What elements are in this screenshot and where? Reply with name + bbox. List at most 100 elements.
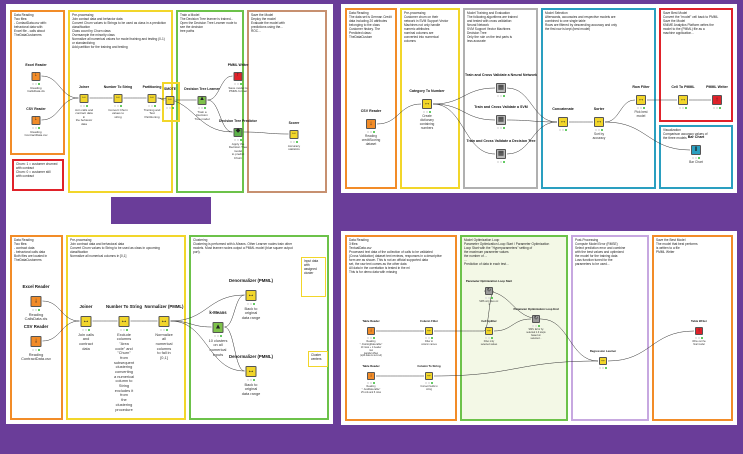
learner-icon: ▲: [212, 321, 224, 333]
section-text: Data Reading Two files: - ContactData.cs…: [14, 13, 47, 37]
node-title: Cell To PMML: [671, 85, 695, 90]
status-light: [247, 378, 249, 381]
node-status-lights: [367, 131, 375, 133]
status-light: [425, 337, 427, 339]
status-light: [160, 328, 162, 331]
workflow-node[interactable]: Scorer↔Accuracy statistics: [274, 121, 314, 152]
node-title: PMML Writer: [706, 85, 728, 90]
workflow-node[interactable]: Train and Cross Validate a SVM▦: [474, 105, 528, 140]
workflow-node[interactable]: Excel Reader↓Reading CallsData.xls: [16, 63, 56, 94]
node-comment: Exclude columns "Area code" and "Churn" …: [113, 331, 135, 412]
workflow-node[interactable]: Column Filter↔Filter to column names: [409, 319, 449, 347]
status-light: [237, 138, 239, 141]
node-status-lights: [637, 107, 645, 109]
workflow-node[interactable]: Row Filter↔Pick best model: [621, 85, 661, 120]
node-status-lights: [695, 337, 703, 339]
status-light: [503, 127, 505, 129]
workflow-node[interactable]: Decision Tree Predictor◆Apply the Decisi…: [218, 119, 258, 160]
status-light: [169, 106, 171, 109]
purple-background-left: [0, 0, 6, 454]
workflow-node[interactable]: Excel Reader↓Reading CallsData.xls: [16, 284, 56, 323]
node-status-lights: [214, 334, 222, 337]
workflow-node[interactable]: Category To Number↔Create dictionary con…: [407, 89, 447, 129]
node-status-lights: [234, 82, 242, 85]
section-text: Data Reading 3 files: TextualData.csv Pr…: [349, 238, 442, 274]
node-title: CSV Reader: [23, 324, 49, 330]
workflow-node[interactable]: Number To String↔Convert Churn values to…: [98, 85, 138, 119]
node-status-lights: [713, 107, 721, 109]
status-light: [240, 138, 242, 141]
section-text: Pre-processing Join contact data and beh…: [72, 13, 167, 49]
section-text: Model Selection Afterwards, accuracies a…: [545, 11, 617, 31]
node-title: SMOTE: [163, 86, 177, 91]
node-status-lights: [679, 107, 687, 109]
node-status-lights: [425, 337, 433, 339]
arrow-icon: ↔: [678, 95, 688, 105]
status-light: [565, 129, 567, 131]
status-light: [117, 104, 119, 107]
workflow-node[interactable]: Denormalizer (PMML)↔Back to original dat…: [229, 354, 273, 395]
workflow-node[interactable]: Joiner↔Join calls and contract data: [66, 304, 106, 350]
workflow-node[interactable]: Number To String ↔ Exclude columns "Area c…: [104, 304, 144, 411]
workflow-node[interactable]: Cell Splitter↔Filter only selected value…: [469, 319, 509, 347]
workflow-node[interactable]: Decision Tree Learner▲Train a Decision T…: [182, 87, 222, 121]
status-light: [214, 334, 216, 337]
workflow-node[interactable]: CSV Reader↓Reading ContractData.csv: [16, 324, 56, 363]
arrow-icon: ↔: [422, 99, 432, 109]
status-light: [426, 111, 428, 113]
node-title: Excel Reader: [25, 62, 47, 67]
node-status-lights: [32, 308, 40, 311]
node-comment: Reading "..\trainingData.table" 10 rows …: [359, 340, 383, 358]
status-light: [151, 104, 153, 107]
node-comment: SMS: Error by selected 1.0 steps based o…: [526, 328, 546, 340]
node-title: Number To String: [106, 304, 142, 310]
workflow-panel-1: Data Reading Two files: - ContactData.cs…: [6, 4, 333, 197]
workflow-node[interactable]: Joiner↔Join calls and contract data in t…: [64, 85, 104, 126]
workflow-node[interactable]: Concatenate↔: [543, 107, 583, 142]
status-light: [491, 297, 493, 299]
workflow-node[interactable]: Normalizer (PMML)↔Normalize all numerica…: [144, 304, 184, 359]
workflow-node[interactable]: Parameter Optimization Loop End↻SMS: Err…: [513, 307, 558, 339]
workflow-node[interactable]: Train and Cross Validate a Neural Networ…: [465, 73, 537, 108]
node-comment: Join calls and contract data in the beha…: [74, 107, 94, 126]
status-light: [500, 127, 502, 129]
workflow-node[interactable]: PMML Writer↑: [697, 85, 737, 120]
workflow-node[interactable]: Partitioning↔Training and Test Partition…: [132, 85, 172, 119]
workflow-node[interactable]: Cell To PMML ↔: [663, 85, 703, 120]
workflow-node[interactable]: Table Reader↓Reading "..\trainingData.ta…: [351, 319, 391, 357]
status-light: [83, 104, 85, 107]
workflow-node[interactable]: Denormalizer (PMML)↔Back to original dat…: [229, 278, 273, 319]
workflow-node[interactable]: PMML Writer↑Save model to PMML format: [218, 63, 258, 94]
workflow-node[interactable]: CSV Reader↓Reading creditScoring dataset: [351, 109, 391, 145]
workflow-node[interactable]: k-Means▲10 clusters on all numerical inp…: [198, 310, 238, 356]
workflow-node[interactable]: Sorter↔Sort by accuracy: [579, 107, 619, 142]
workflow-node[interactable]: Table Writer↑Write out the final model: [679, 319, 719, 347]
arrow-icon: ↔: [79, 93, 89, 103]
node-comment: Apply the Decision Tree model to predict…: [228, 141, 248, 160]
workflow-node[interactable]: Regression Learner↔: [583, 349, 623, 377]
status-light: [698, 337, 700, 339]
section-text: Save the Model Deploy the model Evaluate…: [251, 13, 285, 33]
workflow-node[interactable]: SMOTE ↔: [150, 87, 190, 118]
node-title: Concatenate: [552, 107, 574, 112]
node-title: Category To Number: [409, 89, 445, 94]
status-light: [253, 302, 255, 305]
arrow-icon: ↔: [118, 315, 130, 327]
workflow-node[interactable]: Column To String↔Convert fields to strin…: [409, 364, 449, 392]
workflow-node[interactable]: Train and Cross Validate a Decision Tree…: [466, 139, 536, 174]
workflow-node[interactable]: Parameter Optimization Loop Start↻SMS on…: [466, 279, 512, 307]
status-light: [599, 367, 601, 369]
writer-icon: ↑: [233, 71, 243, 81]
status-light: [85, 328, 87, 331]
arrow-icon: ↔: [147, 93, 157, 103]
status-light: [201, 106, 203, 109]
workflow-node[interactable]: CSV Reader↓Reading ContractData.csv: [16, 107, 56, 138]
workflow-node[interactable]: Table Reader↓Reading "..\testData.table"…: [351, 364, 391, 393]
status-light: [370, 131, 372, 133]
status-light: [32, 348, 34, 351]
node-title: PMML Writer: [227, 62, 249, 67]
node-title: Excel Reader: [22, 284, 50, 290]
status-light: [247, 302, 249, 305]
status-light: [425, 382, 427, 384]
